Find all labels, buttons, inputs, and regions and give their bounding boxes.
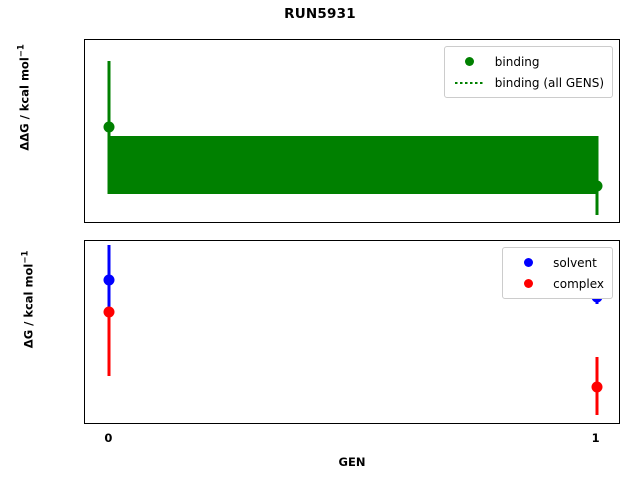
solvent-marker-icon xyxy=(509,258,547,267)
solvent-marker-gen0[interactable] xyxy=(104,275,115,286)
bottom-ylabel-exponent: −1 xyxy=(21,251,31,264)
y-tick-mark xyxy=(84,259,85,261)
binding-marker-icon xyxy=(451,57,489,66)
y-tick-mark xyxy=(84,167,85,169)
top-panel-legend: binding binding (all GENS) xyxy=(444,46,613,98)
complex-marker-gen1[interactable] xyxy=(591,381,602,392)
x-tick-mark xyxy=(596,423,598,424)
legend-item-binding-all-gens[interactable]: binding (all GENS) xyxy=(451,72,604,93)
legend-label-complex: complex xyxy=(547,277,604,291)
top-ylabel-text: ΔΔG / kcal mol xyxy=(17,57,31,150)
x-tick-mark xyxy=(109,222,111,223)
binding-marker-gen0[interactable] xyxy=(104,122,115,133)
legend-item-complex[interactable]: complex xyxy=(509,273,604,294)
y-tick-mark xyxy=(84,295,85,297)
complex-marker-icon xyxy=(509,279,547,288)
y-tick-mark xyxy=(84,369,85,371)
y-tick-mark xyxy=(84,62,85,64)
y-tick-mark xyxy=(84,132,85,134)
bottom-panel-legend: solvent complex xyxy=(502,247,613,299)
y-tick-mark xyxy=(84,97,85,99)
legend-label-binding-all-gens: binding (all GENS) xyxy=(489,76,604,90)
top-ylabel-exponent: −1 xyxy=(17,44,27,57)
bottom-ylabel-text: ΔG / kcal mol xyxy=(21,264,35,349)
top-panel-ylabel: ΔΔG / kcal mol−1 xyxy=(17,37,32,157)
complex-marker-gen0[interactable] xyxy=(104,306,115,317)
x-tick-label: 1 xyxy=(576,431,616,445)
y-tick-mark xyxy=(84,406,85,408)
top-panel-axes: binding binding (all GENS) xyxy=(84,39,620,223)
legend-label-binding: binding xyxy=(489,55,540,69)
legend-item-binding[interactable]: binding xyxy=(451,51,604,72)
binding-errorbar-gen1 xyxy=(595,136,598,215)
dotted-line-icon xyxy=(451,82,489,84)
bottom-panel-axes: solvent complex xyxy=(84,240,620,424)
bottom-panel-ylabel: ΔG / kcal mol−1 xyxy=(21,239,36,359)
legend-item-solvent[interactable]: solvent xyxy=(509,252,604,273)
x-tick-mark xyxy=(596,222,598,223)
binding-all-gens-band xyxy=(109,136,596,194)
y-tick-mark xyxy=(84,202,85,204)
binding-marker-gen1[interactable] xyxy=(591,180,602,191)
legend-label-solvent: solvent xyxy=(547,256,597,270)
figure-title: RUN5931 xyxy=(0,6,640,22)
x-tick-label: 0 xyxy=(88,431,128,445)
x-axis-label: GEN xyxy=(84,455,620,469)
y-tick-mark xyxy=(84,332,85,334)
x-tick-mark xyxy=(109,423,111,424)
